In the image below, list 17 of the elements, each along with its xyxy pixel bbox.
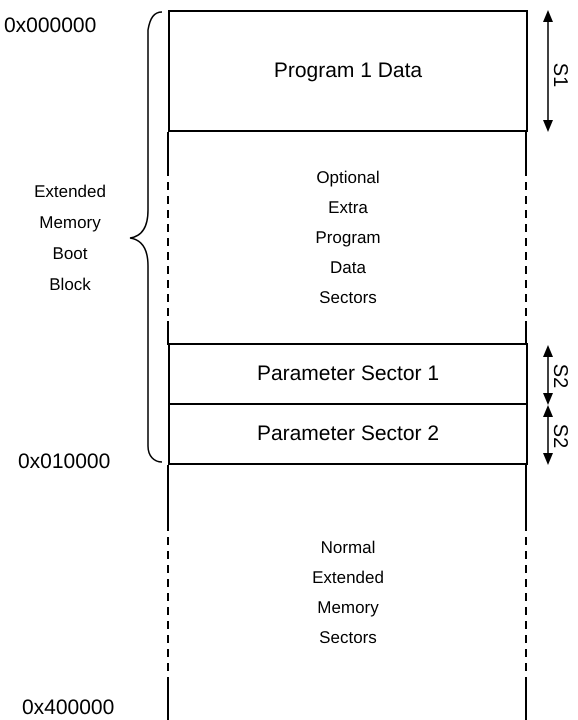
dimension-label: S2 xyxy=(548,364,572,388)
region-label: Parameter Sector 1 xyxy=(256,361,440,388)
address-label: 0x400000 xyxy=(22,695,116,720)
memory-region xyxy=(168,130,528,345)
region-label: Normal Extended Memory Sectors xyxy=(311,536,385,648)
address-label: 0x010000 xyxy=(18,449,112,475)
region-label: Optional Extra Program Data Sectors xyxy=(314,166,382,308)
address-label: 0x000000 xyxy=(4,13,98,39)
region-label: Parameter Sector 2 xyxy=(256,421,440,448)
brace-label: Extended Memory Boot Block xyxy=(33,181,107,296)
memory-region xyxy=(168,463,528,720)
memory-region xyxy=(168,403,528,465)
memory-region xyxy=(168,343,528,405)
memory-region xyxy=(168,10,528,132)
region-label: Program 1 Data xyxy=(274,58,422,84)
dimension-label: S2 xyxy=(548,424,572,448)
dimension-label: S1 xyxy=(548,62,572,88)
